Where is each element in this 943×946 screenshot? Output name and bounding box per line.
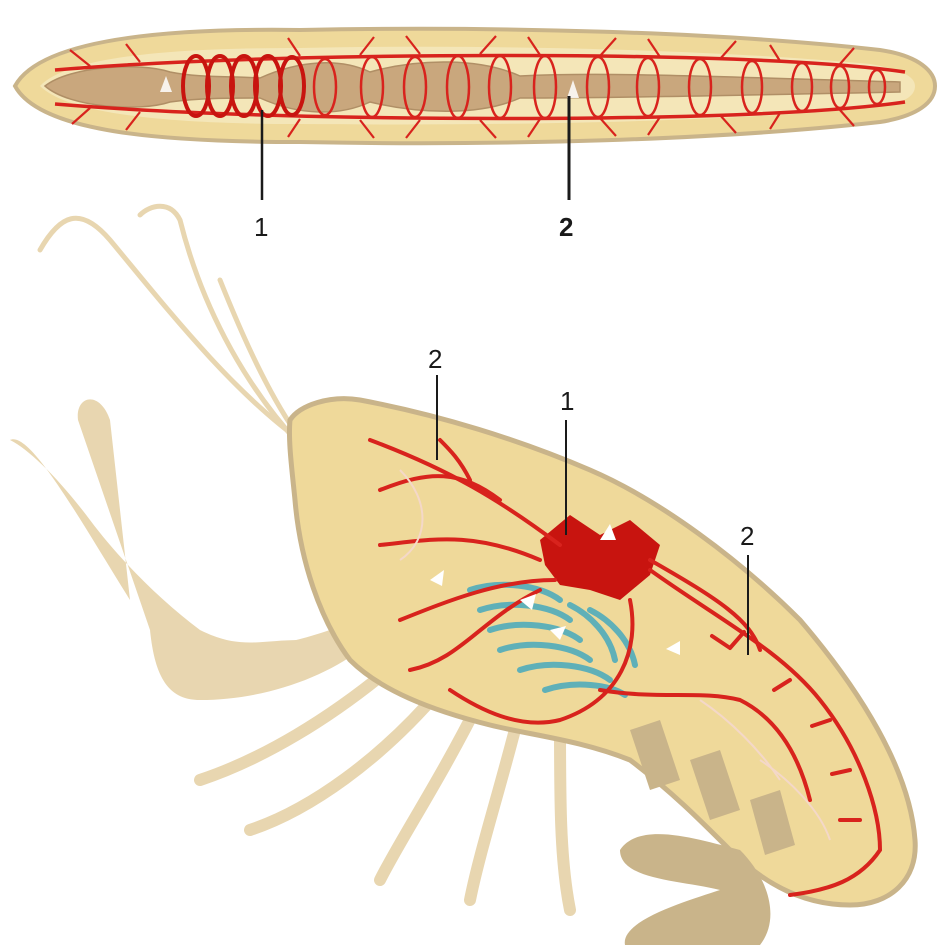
label-worm-heart: 1	[254, 212, 268, 242]
label-crayfish-front-vessel: 2	[428, 344, 442, 374]
crayfish: 2 1 2	[10, 206, 915, 945]
label-worm-vessel: 2	[559, 212, 573, 242]
label-crayfish-tail-vessel: 2	[740, 521, 754, 551]
label-crayfish-heart: 1	[560, 386, 574, 416]
earthworm: 1 2	[15, 29, 935, 242]
crayfish-body	[289, 399, 915, 905]
